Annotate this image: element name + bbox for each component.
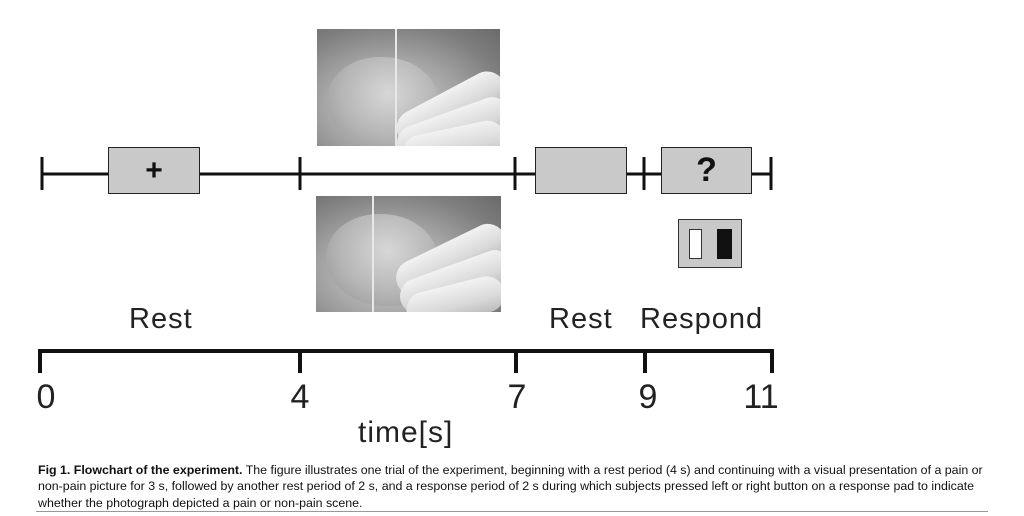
- tick-label-4: 4: [290, 378, 310, 416]
- question-box: ?: [661, 147, 752, 194]
- tick-label-7: 7: [507, 378, 527, 416]
- phase-label-rest-1: Rest: [129, 303, 193, 335]
- phase-label-respond: Respond: [640, 303, 764, 335]
- fixation-cross: +: [145, 153, 163, 187]
- caption-label: Fig 1. Flowchart of the experiment.: [38, 463, 243, 477]
- tick-label-9: 9: [638, 378, 658, 416]
- rest-box: [535, 147, 627, 194]
- axis-label-time: time[s]: [358, 416, 454, 449]
- non-pain-picture: [316, 196, 501, 312]
- caption-divider: [36, 511, 988, 512]
- fixation-box: +: [108, 147, 200, 194]
- tick-label-11: 11: [743, 378, 779, 416]
- question-mark: ?: [696, 151, 717, 189]
- knife-line: [395, 29, 397, 146]
- pain-picture: [317, 29, 500, 146]
- phase-label-rest-2: Rest: [549, 303, 613, 335]
- left-button: [689, 229, 702, 259]
- caption-text: The figure illustrates one trial of the …: [38, 463, 983, 510]
- knife-line: [372, 196, 374, 312]
- response-pad: [678, 219, 742, 268]
- figure-caption: Fig 1. Flowchart of the experiment. The …: [38, 462, 986, 511]
- tick-label-0: 0: [36, 378, 56, 416]
- right-button: [717, 229, 732, 259]
